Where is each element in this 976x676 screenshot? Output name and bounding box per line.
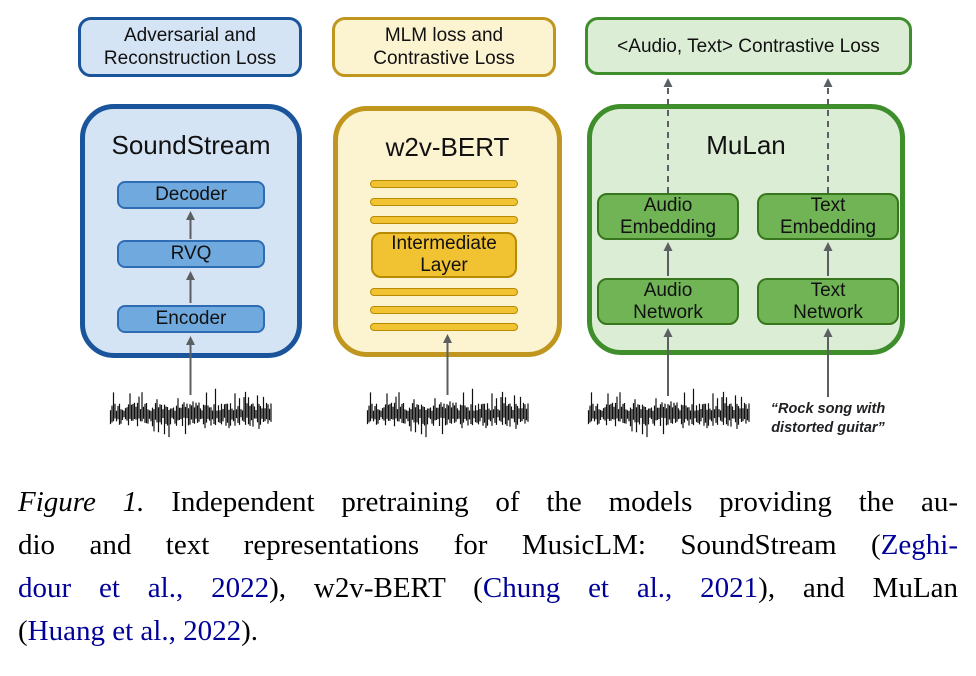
text-network-box: Text Network	[757, 278, 899, 325]
w2v-bert-loss-label: MLM loss and Contrastive Loss	[332, 17, 556, 77]
loss-label-line: <Audio, Text> Contrastive Loss	[617, 35, 880, 57]
loss-label-line: MLM loss and	[384, 25, 504, 46]
text-prompt-line: distorted guitar”	[771, 420, 885, 436]
audio-waveform-icon	[109, 388, 272, 438]
soundstream-loss-label: Adversarial and Reconstruction Loss	[78, 17, 302, 77]
text-prompt-line: “Rock song with	[770, 401, 886, 417]
mulan-block: MuLan Audio Embedding Text Embedding Aud…	[587, 104, 905, 355]
citation-link[interactable]: Zeghi-	[880, 529, 958, 561]
caption-line: Figure 1. Independent pretraining of the…	[18, 481, 958, 524]
intermediate-layer-box: Intermediate Layer	[371, 232, 517, 278]
audio-network-box: Audio Network	[597, 278, 739, 325]
mulan-title: MuLan	[706, 130, 786, 160]
audio-embedding-label-line: Embedding	[619, 216, 717, 238]
figure-caption: Figure 1. Independent pretraining of the…	[18, 481, 958, 653]
caption-text: dio and text representations for MusicLM…	[18, 529, 881, 561]
caption-line: dio and text representations for MusicLM…	[18, 524, 958, 567]
rvq-box: RVQ	[117, 240, 265, 268]
encoder-label: Encoder	[155, 308, 227, 329]
caption-text: (	[18, 615, 28, 647]
loss-label-line: Reconstruction Loss	[103, 48, 277, 69]
intermediate-label-line: Intermediate	[391, 233, 497, 254]
caption-text: Independent pretraining of the models pr…	[144, 486, 958, 518]
transformer-layer-bar	[370, 288, 518, 296]
text-embedding-label-line: Text	[810, 194, 846, 216]
audio-embedding-box: Audio Embedding	[597, 193, 739, 240]
caption-text: ).	[241, 615, 259, 647]
caption-line: dour et al., 2022), w2v-BERT (Chung et a…	[18, 567, 958, 610]
transformer-layer-bar	[370, 323, 518, 331]
transformer-layer-bar	[370, 306, 518, 314]
text-embedding-label-line: Embedding	[779, 216, 877, 238]
text-prompt: “Rock song with distorted guitar”	[758, 400, 898, 438]
audio-network-label-line: Audio	[643, 279, 693, 301]
text-network-label-line: Text	[810, 279, 846, 301]
rvq-label: RVQ	[170, 243, 212, 264]
citation-link[interactable]: Huang et al., 2022	[27, 615, 242, 647]
transformer-layer-bar	[370, 180, 518, 188]
caption-text: ), w2v-BERT (	[269, 572, 483, 604]
citation-link[interactable]: dour et al., 2022	[18, 572, 270, 604]
audio-waveform-icon	[587, 388, 750, 438]
transformer-layer-bar	[370, 216, 518, 224]
audio-waveform-icon	[366, 388, 529, 438]
audio-network-label-line: Network	[633, 301, 703, 323]
w2v-bert-title: w2v-BERT	[385, 132, 510, 162]
text-network-label-line: Network	[793, 301, 863, 323]
mulan-loss-label: <Audio, Text> Contrastive Loss	[585, 17, 912, 75]
figure-number-label: Figure 1.	[18, 486, 145, 518]
transformer-layer-bar	[370, 198, 518, 206]
citation-link[interactable]: Chung et al., 2021	[482, 572, 759, 604]
loss-label-line: Contrastive Loss	[373, 48, 515, 69]
audio-embedding-label-line: Audio	[643, 194, 693, 216]
caption-line: (Huang et al., 2022).	[18, 610, 958, 653]
intermediate-label-line: Layer	[420, 255, 468, 276]
w2v-bert-block: w2v-BERT Intermediate Layer	[333, 106, 562, 357]
caption-text: ), and MuLan	[758, 572, 959, 604]
decoder-box: Decoder	[117, 181, 265, 209]
text-embedding-box: Text Embedding	[757, 193, 899, 240]
decoder-label: Decoder	[155, 184, 227, 205]
figure-1-diagram: Adversarial and Reconstruction Loss MLM …	[78, 17, 912, 438]
soundstream-block: SoundStream Decoder RVQ Encoder	[80, 104, 302, 358]
encoder-box: Encoder	[117, 305, 265, 333]
loss-label-line: Adversarial and	[123, 25, 257, 46]
soundstream-title: SoundStream	[111, 130, 271, 160]
